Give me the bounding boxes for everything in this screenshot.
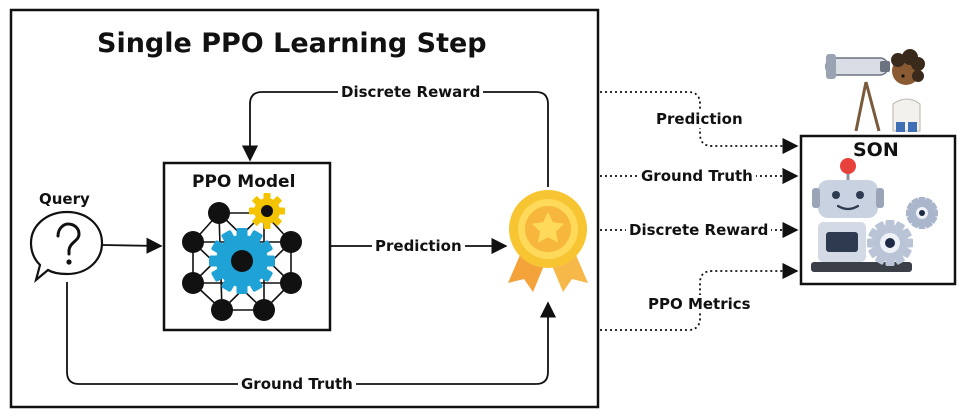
son-discrete-reward-label: Discrete Reward bbox=[626, 221, 772, 239]
diagram-title: Single PPO Learning Step bbox=[97, 28, 487, 59]
question-bubble-icon bbox=[29, 210, 104, 284]
ppo-model-title: PPO Model bbox=[192, 172, 296, 192]
son-ppo-metrics-label: PPO Metrics bbox=[645, 295, 754, 313]
son-title: SON bbox=[853, 139, 899, 161]
query-label: Query bbox=[39, 190, 90, 208]
ground-truth-label: Ground Truth bbox=[238, 375, 356, 393]
son-prediction-label: Prediction bbox=[653, 110, 746, 128]
discrete-reward-label: Discrete Reward bbox=[338, 83, 484, 101]
son-prediction-link bbox=[600, 91, 799, 155]
award-medal-icon bbox=[508, 190, 588, 292]
robot-gears-icon bbox=[811, 158, 938, 272]
gear-network-icon bbox=[182, 193, 302, 321]
son-ppo-metrics-link bbox=[600, 262, 799, 331]
son-ground-truth-label: Ground Truth bbox=[638, 167, 756, 185]
query-to-model-arrow bbox=[102, 237, 163, 254]
telescope-child-icon bbox=[825, 49, 925, 132]
prediction-label: Prediction bbox=[372, 237, 465, 255]
learning-step-frame bbox=[9, 8, 600, 409]
